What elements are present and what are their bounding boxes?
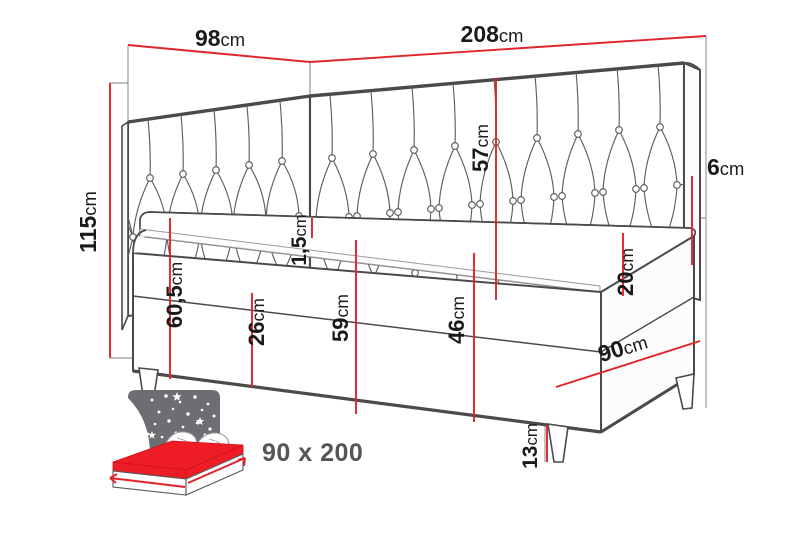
dimline-98 [127,44,311,63]
icon-headboard [128,390,220,455]
dimension-label-26: 26cm [244,298,269,346]
dimline-90 [555,340,701,388]
dimension-lines [109,35,707,462]
base-left-corner-line [132,229,147,254]
icon-size-arrows [109,457,246,488]
mattress-size-icon: 90 x 200 [109,390,363,496]
dimension-label-13: 13cm [519,423,542,469]
dimension-label-46: 46cm [444,296,469,344]
dimline-208 [309,35,707,63]
mattress-size-label: 90 x 200 [262,439,363,467]
headboard-corner-round [683,61,701,71]
dimension-label-57: 57cm [468,124,493,172]
leg-back-right [675,372,695,410]
base-divider-upper [132,295,602,353]
headboard-left-edge [121,120,129,331]
dimension-label-605: 60,5cm [162,262,187,328]
mattress-top-back-edge [149,211,691,229]
dimension-label-208: 208cm [461,21,524,47]
leg-front-right [547,423,569,463]
dimension-label-15: 1,5cm [288,214,311,266]
base-divider-upper-right [600,296,695,353]
dimension-label-59: 59cm [328,294,353,342]
icon-sheet-curve [128,398,150,455]
headboard-top-edge [127,61,685,124]
dimension-label-20: 20cm [613,248,638,296]
base-left-round [133,236,146,253]
base-bottom-edge [132,369,602,434]
dimension-label-6: 6cm [707,154,744,180]
dimension-label-98: 98cm [195,25,245,51]
dimension-label-115: 115cm [75,191,101,253]
